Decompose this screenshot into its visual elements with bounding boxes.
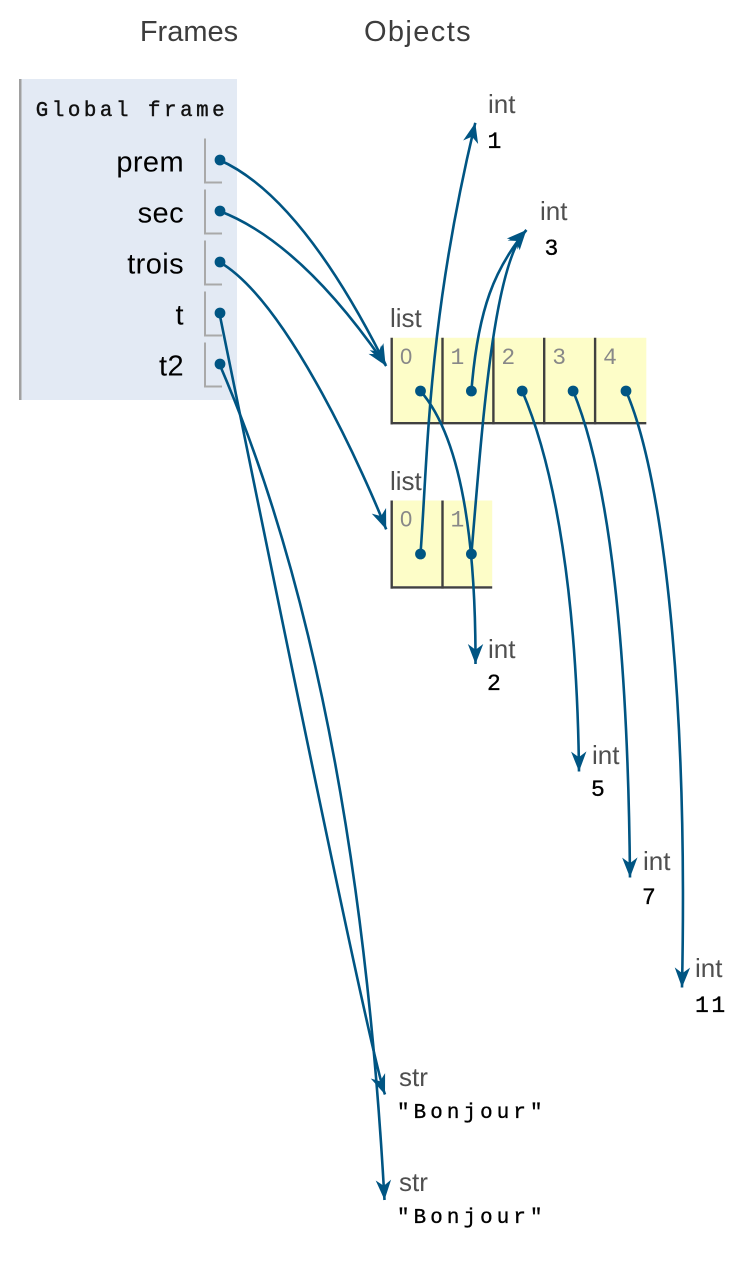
svg-text:int: int <box>540 196 568 226</box>
svg-text:t: t <box>176 300 184 332</box>
svg-text:str: str <box>399 1167 428 1197</box>
svg-text:7: 7 <box>642 885 658 911</box>
svg-text:4: 4 <box>603 345 617 371</box>
svg-text:Global frame: Global frame <box>36 100 228 123</box>
svg-text:Frames: Frames <box>140 16 238 48</box>
svg-text:int: int <box>488 634 516 664</box>
svg-text:0: 0 <box>400 507 412 532</box>
svg-text:1: 1 <box>451 508 465 534</box>
svg-text:2: 2 <box>487 671 503 697</box>
svg-text:sec: sec <box>138 198 184 230</box>
svg-text:"Bonjour": "Bonjour" <box>397 1102 547 1125</box>
svg-text:int: int <box>643 846 671 876</box>
svg-text:2: 2 <box>501 345 515 371</box>
svg-text:3: 3 <box>545 236 561 262</box>
svg-text:1: 1 <box>451 345 465 371</box>
svg-text:Objects: Objects <box>364 16 472 48</box>
svg-text:prem: prem <box>116 147 184 179</box>
svg-text:list: list <box>390 303 423 333</box>
svg-text:trois: trois <box>127 249 184 281</box>
svg-text:0: 0 <box>400 344 412 369</box>
svg-text:1: 1 <box>488 129 504 155</box>
svg-text:t2: t2 <box>159 351 184 383</box>
svg-text:int: int <box>592 740 620 770</box>
svg-text:3: 3 <box>552 345 566 371</box>
svg-text:int: int <box>488 89 516 119</box>
svg-text:"Bonjour": "Bonjour" <box>397 1207 547 1230</box>
svg-text:int: int <box>695 953 723 983</box>
svg-text:11: 11 <box>695 993 728 1019</box>
svg-text:5: 5 <box>591 777 607 803</box>
svg-text:str: str <box>399 1062 428 1092</box>
svg-text:list: list <box>390 466 423 496</box>
